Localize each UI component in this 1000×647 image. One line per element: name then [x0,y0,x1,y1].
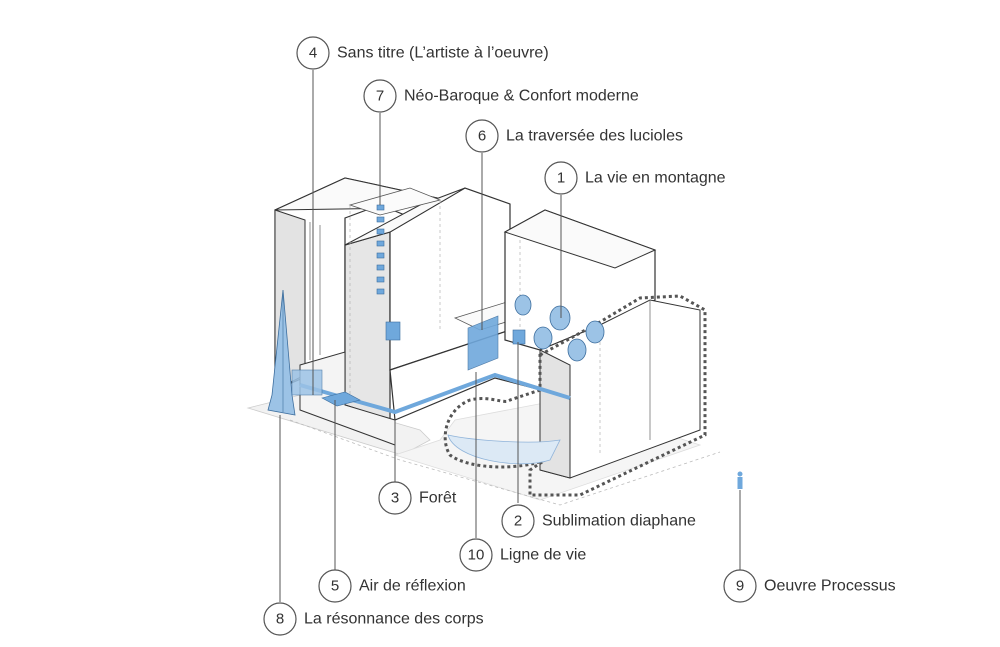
callout-label-10: 10 Ligne de vie [459,538,586,572]
callout-circle [263,602,297,636]
callout-label-5: 5 Air de réflexion [318,569,466,603]
callout-number: 2 [514,513,522,530]
callout-label-9: 9 Oeuvre Processus [723,569,896,603]
callout-circle [465,119,499,153]
callout-number: 8 [276,611,284,628]
callout-circle [723,569,757,603]
callout-label-2: 2 Sublimation diaphane [501,504,696,538]
callout-text: La vie en montagne [585,170,726,187]
callout-text: Ligne de vie [500,547,586,564]
callout-text: La résonnance des corps [304,611,484,628]
artwork-elements [267,204,743,489]
callout-text: Sublimation diaphane [542,513,696,530]
tower-square-panel [385,321,401,341]
callout-text: Air de réflexion [359,578,466,595]
dotted-perimeter [443,294,707,497]
callout-number: 10 [468,547,485,564]
callout-text: Forêt [419,490,457,507]
callout-text: Néo-Baroque & Confort moderne [404,88,639,105]
callout-circle [378,481,412,515]
callout-circle [459,538,493,572]
spire [267,289,323,416]
diaphane-square [512,329,526,345]
callout-number: 7 [376,88,384,105]
callout-number: 9 [736,578,744,595]
callout-number: 3 [391,490,399,507]
lucioles-panel [467,315,499,371]
callout-number: 1 [557,170,565,187]
callout-label-7: 7 Néo-Baroque & Confort moderne [363,79,639,113]
leader-lines [279,70,741,602]
callout-circle [318,569,352,603]
callout-label-8: 8 La résonnance des corps [263,602,484,636]
reflection-bench [321,391,361,407]
callout-circle [363,79,397,113]
callout-number: 5 [331,578,339,595]
callout-circle [296,36,330,70]
callout-label-3: 3 Forêt [378,481,457,515]
callout-circle [544,161,578,195]
callout-number: 4 [309,45,317,62]
callout-label-4: 4 Sans titre (L’artiste à l’oeuvre) [296,36,549,70]
callout-label-1: 1 La vie en montagne [544,161,726,195]
tower-dot-column [376,204,385,295]
callout-text: Sans titre (L’artiste à l’oeuvre) [337,45,549,62]
callout-number: 6 [478,128,486,145]
person-figure [737,471,743,489]
callout-text: La traversée des lucioles [506,128,683,145]
callout-text: Oeuvre Processus [764,578,896,595]
callout-circle [501,504,535,538]
mountain-discs [514,294,605,362]
callout-label-6: 6 La traversée des lucioles [465,119,683,153]
blue-band [299,372,571,415]
